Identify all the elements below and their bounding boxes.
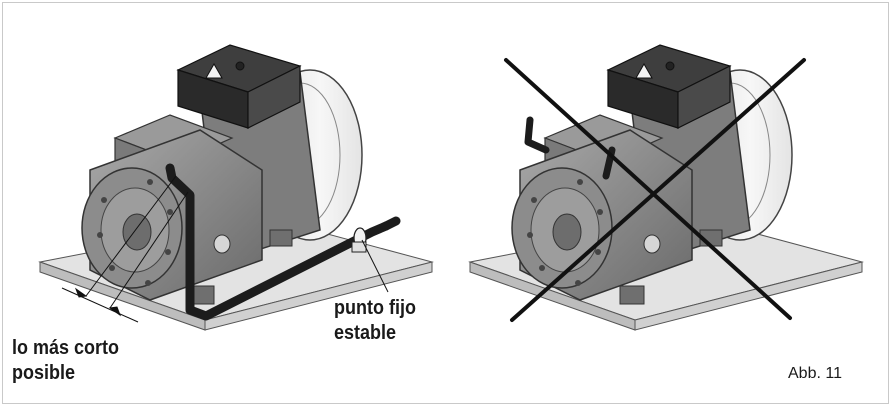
compressor	[511, 44, 793, 305]
left-compressor-illustration	[38, 44, 434, 331]
shortest-possible-line-1: lo más corto	[12, 337, 120, 359]
figure-caption: Abb. 11	[788, 365, 842, 382]
warning-triangle-icon	[205, 62, 223, 79]
fixed-point-line-1: punto fijo	[334, 297, 416, 319]
compressor	[81, 44, 363, 305]
fixed-point-line-2: estable	[334, 322, 397, 344]
shortest-possible-line-2: posible	[12, 362, 76, 384]
cross-out-mark	[504, 58, 806, 322]
dimension-markers	[61, 175, 189, 323]
shortest-possible-label: lo más corto posible	[12, 336, 119, 386]
right-compressor-illustration	[468, 44, 864, 331]
fixed-point-label: punto fijo estable	[334, 296, 416, 346]
warning-triangle-icon	[635, 62, 653, 79]
fixed-point-leader	[361, 239, 389, 293]
